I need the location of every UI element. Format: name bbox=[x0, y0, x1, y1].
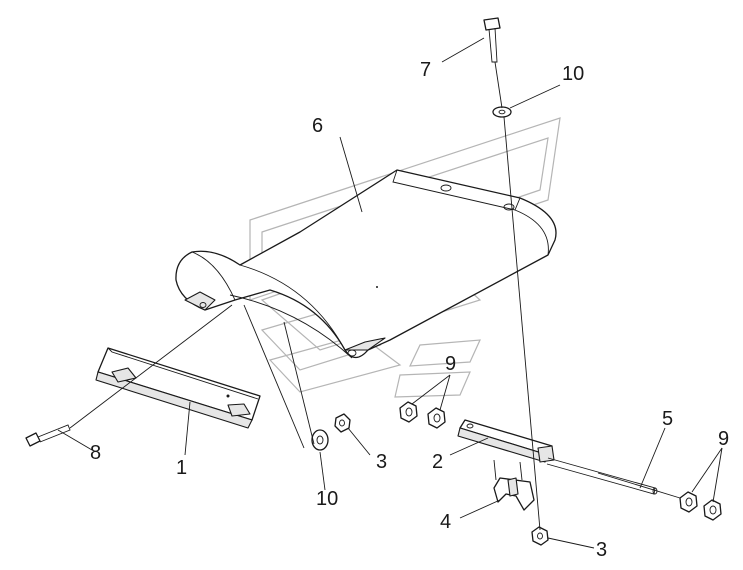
label-part-7: 7 bbox=[420, 59, 431, 81]
nut-bottom bbox=[531, 526, 549, 546]
hinge-plate bbox=[493, 459, 535, 511]
leader-lines bbox=[57, 37, 723, 549]
assembly-axis-lines bbox=[69, 61, 681, 531]
part-labels: 6 7 10 9 1 8 3 10 2 4 5 9 3 bbox=[90, 59, 729, 561]
label-part-9-right: 9 bbox=[718, 428, 729, 450]
washer-left bbox=[311, 429, 329, 451]
vertical-bolt bbox=[483, 17, 501, 63]
label-part-3-left: 3 bbox=[376, 451, 387, 473]
label-part-4: 4 bbox=[440, 511, 451, 533]
rear-bracket bbox=[457, 419, 555, 463]
label-part-10-top: 10 bbox=[562, 63, 584, 85]
nut-pair-middle bbox=[399, 401, 446, 429]
label-part-9-middle: 9 bbox=[445, 353, 456, 375]
long-rod bbox=[546, 457, 658, 495]
label-part-10-bottom: 10 bbox=[316, 488, 338, 510]
front-bracket bbox=[95, 347, 261, 429]
nut-pair-right bbox=[679, 491, 722, 521]
label-part-5: 5 bbox=[662, 408, 673, 430]
label-part-6: 6 bbox=[312, 115, 323, 137]
long-bolt bbox=[25, 424, 71, 447]
seat-cushion bbox=[175, 169, 557, 359]
washer-top bbox=[492, 106, 512, 118]
nut-left bbox=[334, 413, 351, 433]
label-part-2: 2 bbox=[432, 451, 443, 473]
label-part-1: 1 bbox=[176, 457, 187, 479]
label-part-8: 8 bbox=[90, 442, 101, 464]
label-part-3-bottom: 3 bbox=[596, 539, 607, 561]
